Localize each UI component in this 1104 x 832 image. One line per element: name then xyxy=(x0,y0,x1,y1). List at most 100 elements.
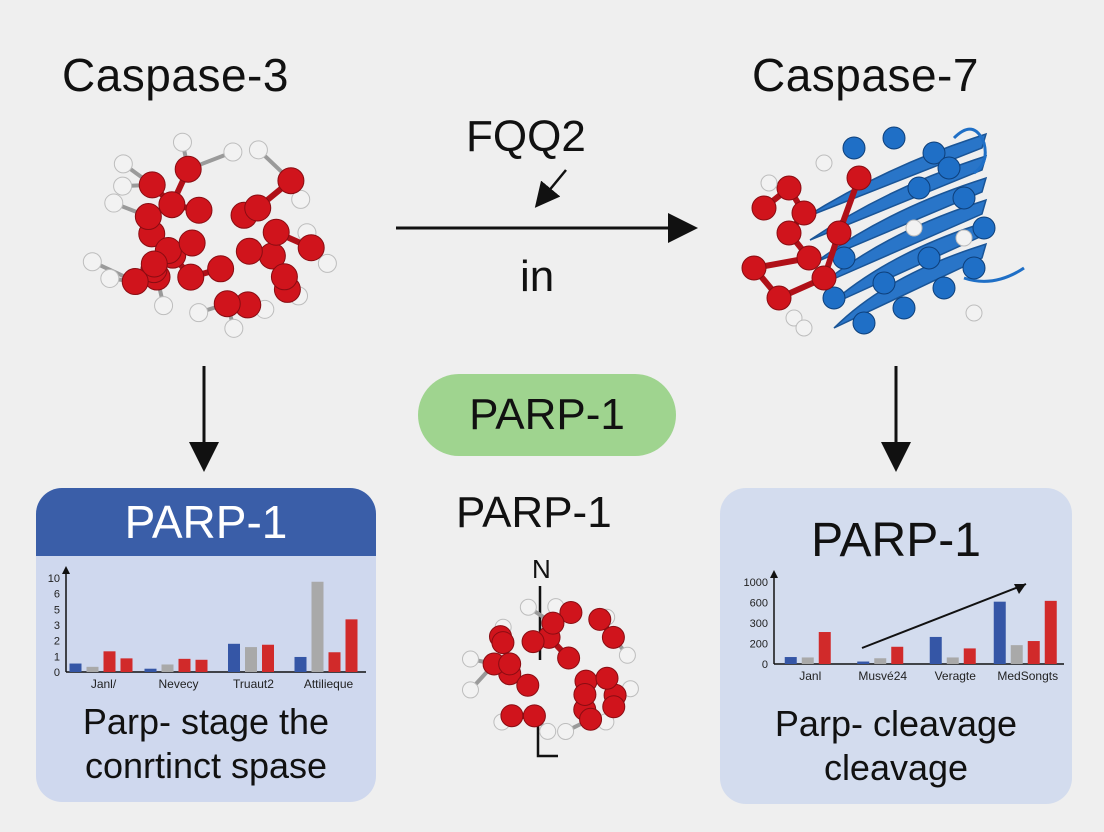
fqq2-label: FQQ2 xyxy=(466,112,586,161)
oxygen-atom xyxy=(174,155,202,183)
right-card-header: PARP-1 xyxy=(811,514,981,567)
right-caption-line-1: Parp- cleavage xyxy=(774,703,1018,744)
hydrogen-atom xyxy=(291,189,311,209)
y-tick-label: 1 xyxy=(54,651,60,663)
y-tick-label: 0 xyxy=(762,659,768,671)
bar xyxy=(294,656,307,672)
bar xyxy=(1044,600,1057,664)
oxygen-atom xyxy=(595,666,619,690)
x-tick-label: Attilieque xyxy=(304,677,354,691)
x-tick-label: Truaut2 xyxy=(233,677,274,691)
caspase-3-title: Caspase-3 xyxy=(62,49,289,101)
oxygen-atom xyxy=(185,196,213,224)
oxygen-atom xyxy=(500,704,524,728)
y-tick-label: 200 xyxy=(750,639,768,651)
bar xyxy=(103,651,116,672)
caspase-7-molecule xyxy=(741,126,1025,337)
hydrogen-atom xyxy=(317,253,337,273)
hydrogen-atom xyxy=(461,681,479,699)
hydrogen-atom xyxy=(955,229,973,247)
y-tick-label: 5 xyxy=(54,604,60,616)
oxygen-atom xyxy=(244,194,272,222)
bar xyxy=(818,632,831,664)
bar xyxy=(328,652,341,672)
bar xyxy=(178,658,191,672)
oxygen-atom xyxy=(277,167,305,195)
oxygen-atom xyxy=(262,218,290,246)
bar xyxy=(963,648,976,664)
x-tick-label: Veragte xyxy=(935,669,977,683)
x-tick-label: Musvé24 xyxy=(858,669,907,683)
hydrogen-atom xyxy=(104,193,124,213)
protein-residue xyxy=(882,126,906,150)
parp-1-center-label: PARP-1 xyxy=(456,488,612,537)
oxygen-atom xyxy=(751,195,777,221)
oxygen-atom xyxy=(588,607,612,631)
bar xyxy=(311,581,324,672)
hydrogen-atom xyxy=(618,646,636,664)
oxygen-atom xyxy=(207,255,235,283)
bar xyxy=(228,643,240,672)
bar xyxy=(345,619,358,672)
bar xyxy=(857,661,870,664)
protein-residue xyxy=(922,141,946,165)
protein-residue xyxy=(937,156,961,180)
hydrogen-atom xyxy=(113,154,133,174)
hydrogen-atom xyxy=(172,132,192,152)
x-tick-label: Janl/ xyxy=(91,677,117,691)
hydrogen-atom xyxy=(795,319,813,337)
y-tick-label: 10 xyxy=(48,573,60,585)
oxygen-atom xyxy=(522,704,546,728)
oxygen-atom xyxy=(776,220,802,246)
hydrogen-atom xyxy=(760,174,778,192)
hydrogen-atom xyxy=(539,722,557,740)
oxygen-atom xyxy=(213,290,241,318)
caspase-7-title: Caspase-7 xyxy=(752,49,979,101)
protein-residue xyxy=(962,256,986,280)
fqq2-diagonal-arrow xyxy=(534,169,567,208)
bar xyxy=(144,668,157,672)
oxygen-atom xyxy=(579,707,603,731)
oxygen-atom xyxy=(134,203,162,231)
oxygen-atom xyxy=(776,175,802,201)
oxygen-atom xyxy=(521,630,545,654)
oxygen-atom xyxy=(741,255,767,281)
left-card-header: PARP-1 xyxy=(36,488,376,556)
bar xyxy=(801,657,814,664)
protein-residue xyxy=(952,186,976,210)
oxygen-atom xyxy=(601,625,625,649)
oxygen-atom xyxy=(121,268,149,296)
trend-arrow xyxy=(861,583,1027,649)
parp-1-pill: PARP-1 xyxy=(418,374,676,456)
oxygen-atom xyxy=(516,673,540,697)
oxygen-atom xyxy=(559,601,583,625)
hydrogen-atom xyxy=(905,219,923,237)
bar xyxy=(1027,641,1040,664)
x-tick-label: MedSongts xyxy=(997,669,1058,683)
left-caption-line-2: conrtinct spase xyxy=(84,745,328,786)
y-tick-label: 3 xyxy=(54,620,60,632)
bar xyxy=(993,601,1006,664)
hydrogen-atom xyxy=(224,318,244,338)
oxygen-atom xyxy=(158,191,186,219)
x-tick-label: Janl xyxy=(799,669,821,683)
hydrogen-atom xyxy=(965,304,983,322)
bar xyxy=(245,647,257,672)
protein-residue xyxy=(842,136,866,160)
hydrogen-atom xyxy=(189,303,209,323)
hydrogen-atom xyxy=(519,598,537,616)
y-tick-label: 1000 xyxy=(744,577,768,589)
y-tick-label: 0 xyxy=(54,667,60,679)
oxygen-atom xyxy=(138,171,166,199)
in-label: in xyxy=(520,252,555,301)
bar xyxy=(874,658,887,664)
bar xyxy=(69,663,82,672)
right-card-caption: Parp- cleavage cleavage xyxy=(720,702,1072,790)
n-label: N xyxy=(532,554,551,584)
bar xyxy=(891,646,904,664)
hydrogen-atom xyxy=(223,142,243,162)
protein-residue xyxy=(917,246,941,270)
oxygen-atom xyxy=(602,695,626,719)
y-tick-label: 600 xyxy=(750,598,768,610)
